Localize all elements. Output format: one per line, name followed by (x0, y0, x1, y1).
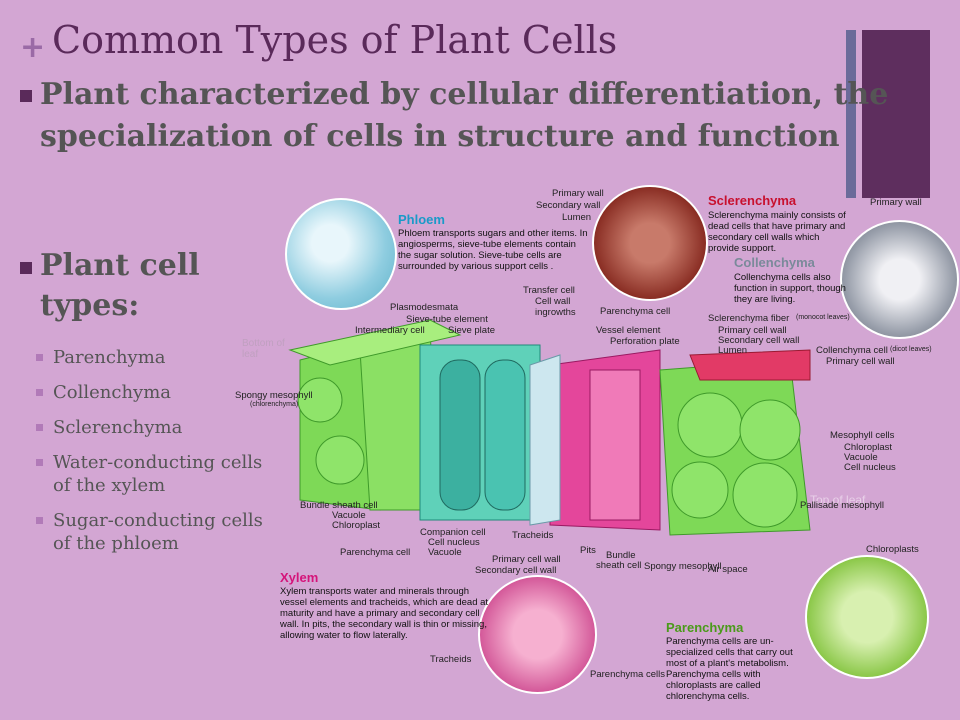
label: Sieve-tube element (406, 314, 488, 325)
label: Cell nucleus (844, 462, 896, 473)
label: Mesophyll cells (830, 430, 895, 441)
sub-item: Parenchyma (36, 346, 276, 369)
collenchyma-micrograph (840, 220, 959, 339)
label: Vacuole (428, 547, 462, 558)
label: Spongy mesophyll (644, 561, 722, 572)
label: Tracheids (430, 654, 472, 665)
label: Bundle sheath cell (300, 500, 378, 511)
label: Secondary cell wall (475, 565, 557, 576)
label: Plasmodesmata (390, 302, 459, 313)
sclerenchyma-title: Sclerenchyma (708, 193, 797, 208)
label: Intermediary cell (355, 325, 425, 336)
label: Bundle (606, 550, 636, 561)
sub-bullet-icon (36, 517, 43, 524)
label: Vacuole (844, 452, 878, 463)
accent-bar-thin (846, 30, 856, 198)
bullet-square-icon (20, 262, 32, 274)
label: Sieve plate (448, 325, 496, 336)
xylem-micrograph (478, 575, 597, 694)
phloem-micrograph (285, 198, 397, 310)
label: sheath cell (596, 560, 642, 571)
label: (dicot leaves) (890, 346, 932, 353)
bullet-1: Plant characterized by cellular differen… (14, 74, 894, 158)
bullet-square-icon (20, 90, 32, 102)
label: Vacuole (332, 510, 366, 521)
label: (monocot leaves) (796, 314, 850, 321)
accent-bar-wide (862, 30, 930, 198)
label: Spongy mesophyll (235, 390, 313, 401)
label: Sclerenchyma fiber (708, 313, 790, 324)
phloem-description: Phloem transports sugars and other items… (398, 228, 588, 272)
label: Primary cell wall (826, 356, 895, 367)
slide-title: Common Types of Plant Cells (52, 18, 618, 62)
label: Lumen (562, 212, 592, 223)
leaf-cross-section-illustration (288, 319, 811, 536)
bullet-2-text: Plant cell types: (40, 248, 200, 323)
label: Primary wall (552, 188, 604, 199)
plus-icon: + (20, 30, 46, 65)
collenchyma-title: Collenchyma (734, 255, 815, 270)
label: Cell wall ingrowths (535, 296, 576, 318)
parenchyma-title: Parenchyma (666, 620, 744, 635)
label: Collenchyma cell (816, 345, 888, 356)
bottom-of-leaf-label: Bottom of leaf (242, 338, 285, 360)
label: Vessel element (596, 325, 661, 336)
label: (chlorenchyma) (250, 401, 299, 408)
bullet-1-text: Plant characterized by cellular differen… (40, 77, 889, 154)
label: Parenchyma cell (600, 306, 671, 317)
sclerenchyma-micrograph (592, 185, 708, 301)
bullet-list: Plant characterized by cellular differen… (14, 74, 894, 158)
sub-item: Water-conducting cells of the xylem (36, 451, 276, 497)
label: Chloroplast (844, 442, 893, 453)
xylem-description: Xylem transports water and minerals thro… (280, 586, 489, 641)
phloem-title: Phloem (398, 212, 445, 227)
sub-bullet-icon (36, 354, 43, 361)
sub-bullet-icon (36, 424, 43, 431)
sclerenchyma-description: Sclerenchyma mainly consists of dead cel… (708, 210, 846, 254)
label: Air space (708, 564, 748, 575)
label: Secondary wall (536, 200, 601, 211)
label: Secondary cell wall (718, 335, 800, 346)
label: Lumen (718, 345, 748, 356)
sub-bullet-icon (36, 459, 43, 466)
label: Parenchyma cell (340, 547, 411, 558)
plant-cell-diagram: Phloem Phloem transports sugars and othe… (230, 180, 960, 720)
xylem-title: Xylem (280, 570, 319, 585)
label: Pits (580, 545, 596, 556)
top-of-leaf-label: Top of leaf (810, 493, 866, 507)
sub-item: Sugar-conducting cells of the phloem (36, 509, 276, 555)
collenchyma-description: Collenchyma cells also function in suppo… (734, 272, 846, 305)
sub-item: Sclerenchyma (36, 416, 276, 439)
label: Primary cell wall (718, 325, 787, 336)
label: Parenchyma cells (590, 669, 665, 680)
label: Transfer cell (523, 285, 575, 296)
sub-item: Collenchyma (36, 381, 276, 404)
label: Primary wall (870, 197, 922, 208)
sub-bullet-list: Parenchyma Collenchyma Sclerenchyma Wate… (36, 346, 276, 567)
label: Perforation plate (610, 336, 680, 347)
bullet-2: Plant cell types: (14, 246, 240, 326)
parenchyma-description: Parenchyma cells are un-specialized cell… (666, 636, 793, 702)
label: Chloroplasts (866, 544, 919, 555)
parenchyma-micrograph (805, 555, 929, 679)
label: Chloroplast (332, 520, 381, 531)
label: Cell nucleus (428, 537, 480, 548)
label: Tracheids (512, 530, 554, 541)
sub-bullet-icon (36, 389, 43, 396)
label: Pallisade mesophyll (800, 500, 884, 511)
label: Companion cell (420, 527, 486, 538)
label: Primary cell wall (492, 554, 561, 565)
